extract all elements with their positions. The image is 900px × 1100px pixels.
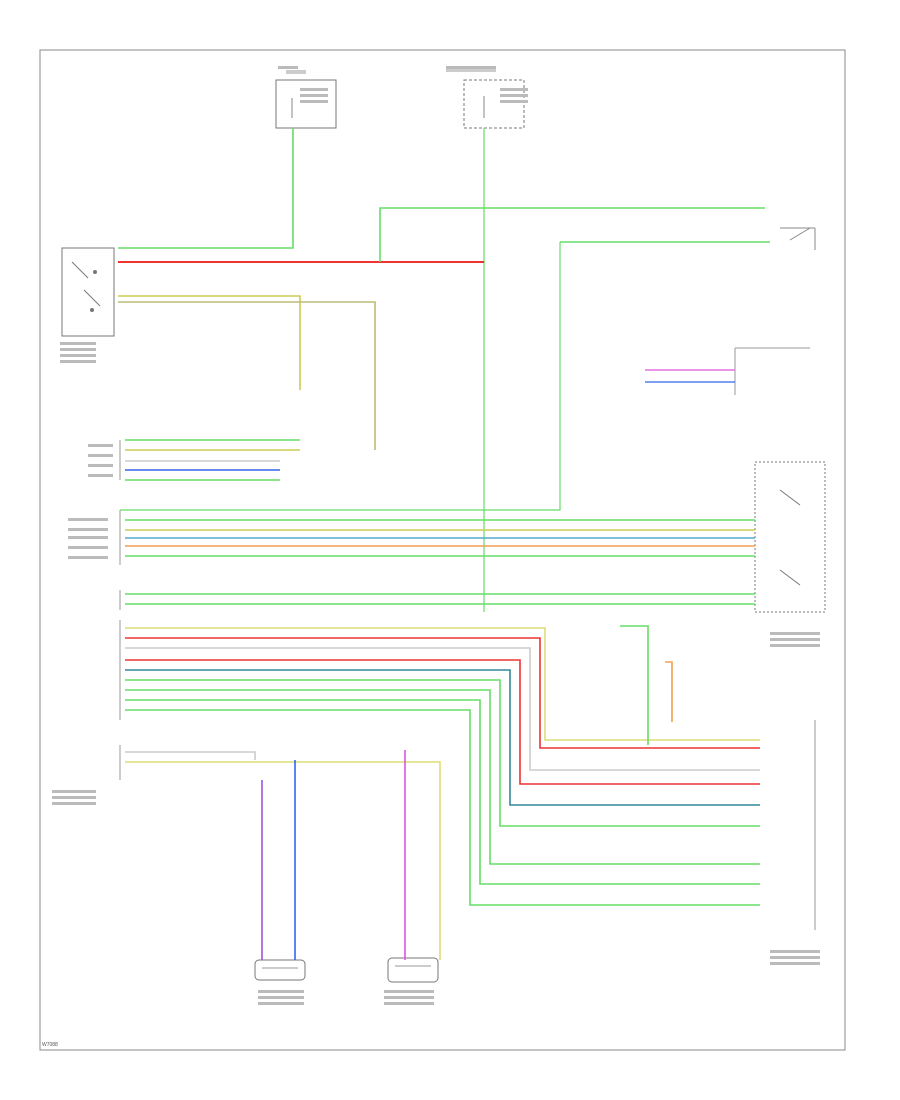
wires	[118, 128, 770, 960]
switch-top-right	[780, 227, 816, 250]
relay-component	[61, 247, 115, 337]
range-sensor-box	[754, 461, 826, 613]
diagram-id: W7088	[42, 1042, 58, 1048]
speed-sensor-2	[387, 957, 439, 983]
diagram-border	[39, 49, 846, 1051]
label-marks	[52, 66, 820, 1005]
fuse-box-2	[446, 68, 525, 129]
switch-mid-right	[734, 347, 810, 395]
speed-sensor-1	[254, 959, 306, 981]
fuse-box-1	[275, 70, 337, 129]
